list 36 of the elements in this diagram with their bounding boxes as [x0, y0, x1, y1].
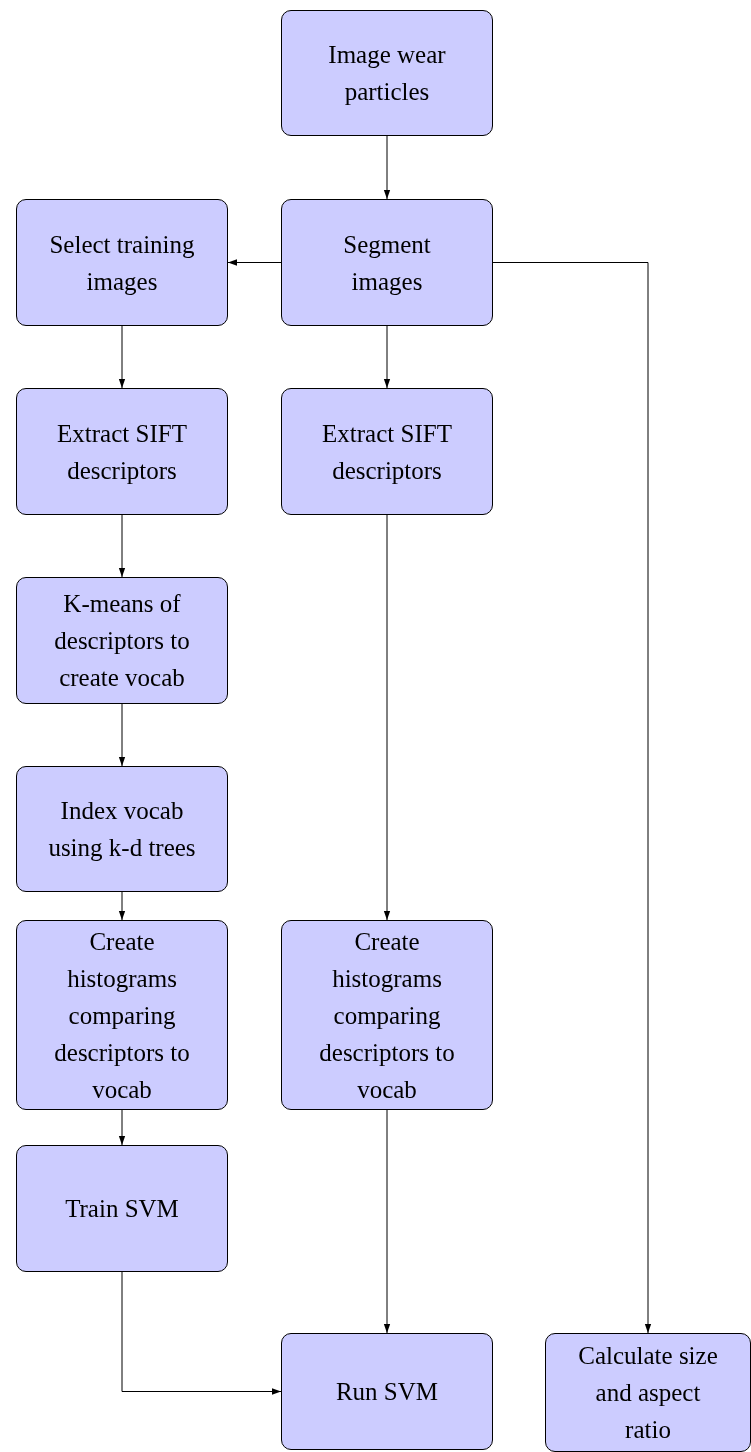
arrow [383, 514, 391, 921]
box-label: Index vocab using k-d trees [47, 796, 197, 863]
process-box [281, 10, 493, 136]
process-box [16, 577, 228, 704]
process-box [281, 388, 493, 515]
process-box [16, 920, 228, 1110]
arrow [383, 135, 391, 200]
process-box [16, 199, 228, 326]
arrow [118, 514, 126, 578]
arrow [383, 325, 391, 389]
box-label: Create histograms comparing descriptors to vocab [53, 926, 191, 1105]
box-label: Image wear particles [327, 40, 447, 107]
process-box [16, 766, 228, 892]
arrow [118, 325, 126, 389]
arrow [227, 259, 282, 266]
process-box [281, 199, 493, 326]
box-label: K-means of descriptors to create vocab [53, 589, 191, 693]
box-label: Train SVM [64, 1194, 180, 1224]
process-box [281, 1333, 493, 1450]
arrow [383, 1109, 391, 1334]
process-box [16, 388, 228, 515]
process-box [545, 1333, 751, 1452]
box-label: Extract SIFT descriptors [321, 418, 453, 486]
arrow [118, 703, 126, 767]
arrow [118, 1109, 126, 1146]
box-label: Extract SIFT descriptors [56, 418, 188, 486]
box-label: Calculate size and aspect ratio [577, 1341, 719, 1445]
process-box [16, 1145, 228, 1272]
arrow [121, 1271, 282, 1395]
box-label: Select training images [48, 229, 196, 297]
box-label: Run SVM [334, 1377, 440, 1407]
box-label: Create histograms comparing descriptors to vocab [318, 926, 456, 1105]
arrow [492, 262, 652, 1334]
process-box [281, 920, 493, 1110]
arrow [118, 891, 126, 921]
box-label: Segment images [342, 229, 432, 297]
